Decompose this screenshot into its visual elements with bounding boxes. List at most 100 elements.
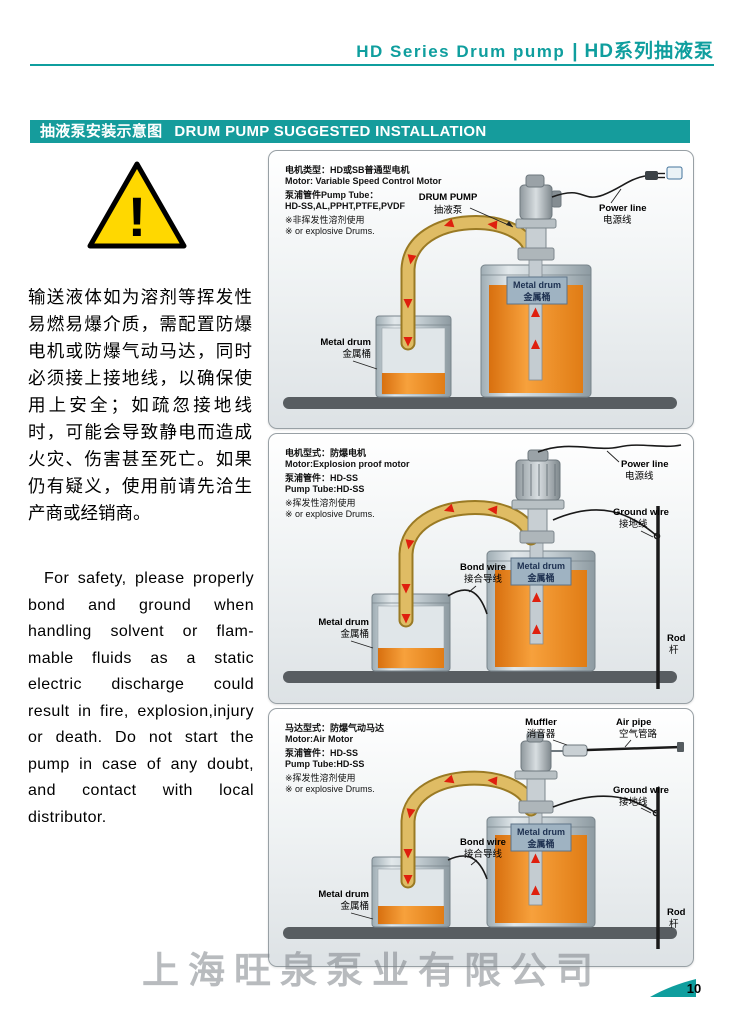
motor-variable-speed — [519, 174, 562, 220]
svg-text:Bond wire: Bond wire — [460, 837, 506, 848]
drum-label-plate: Metal drum 金属桶 — [506, 276, 568, 305]
floor-bar — [283, 671, 677, 683]
banner-title-zh: 抽液泵安装示意图 — [40, 123, 163, 140]
svg-text:Motor:Air Motor: Motor:Air Motor — [285, 734, 353, 744]
discharge-hose — [400, 770, 539, 889]
svg-text:Metal drum: Metal drum — [517, 561, 565, 571]
installation-diagram-1: 电机类型：HD或SB普通型电机 Motor: Variable Speed Co… — [268, 150, 694, 429]
svg-text:接合导线: 接合导线 — [464, 573, 503, 585]
banner-title-en: DRUM PUMP SUGGESTED INSTALLATION — [174, 123, 487, 140]
svg-text:Metal drum: Metal drum — [318, 889, 369, 900]
discharge-hose — [400, 215, 539, 351]
svg-text:金属桶: 金属桶 — [342, 348, 371, 360]
svg-text:Pump Tube:HD-SS: Pump Tube:HD-SS — [285, 759, 364, 769]
svg-text:※挥发性溶剂使用: ※挥发性溶剂使用 — [285, 772, 356, 783]
svg-text:Rod: Rod — [667, 633, 686, 644]
svg-text:※挥发性溶剂使用: ※挥发性溶剂使用 — [285, 497, 356, 508]
svg-text:金属桶: 金属桶 — [522, 291, 550, 302]
pump-assembly — [514, 731, 684, 814]
muffler — [562, 744, 588, 757]
discharge-hose — [398, 500, 539, 628]
svg-text:※ or explosive Drums.: ※ or explosive Drums. — [285, 509, 375, 519]
svg-text:电机类型：HD或SB普通型电机: 电机类型：HD或SB普通型电机 — [285, 164, 410, 175]
svg-text:Power line: Power line — [599, 203, 647, 214]
pump-assembly — [511, 449, 565, 544]
svg-text:接合导线: 接合导线 — [464, 848, 503, 860]
outlet-icon — [666, 166, 683, 180]
svg-text:Power line: Power line — [621, 459, 669, 470]
svg-text:抽液泵: 抽液泵 — [434, 204, 463, 216]
power-cord — [537, 444, 682, 453]
svg-text:Ground wire: Ground wire — [613, 507, 669, 518]
svg-text:接地线: 接地线 — [619, 796, 648, 808]
installation-diagram-2: 电机型式：防爆电机 Motor:Explosion proof motor 泵浦… — [268, 433, 694, 704]
svg-text:Rod: Rod — [667, 907, 686, 918]
header-title-en: HD Series Drum pump — [356, 42, 566, 61]
diagram3-spec-text: 马达型式：防爆气动马达 Motor:Air Motor 泵浦管件：HD-SS P… — [285, 722, 384, 794]
diagram2-labels: Power line 电源线 Ground wire 接地线 Bond wire… — [318, 450, 686, 656]
svg-text:泵浦管件：HD-SS: 泵浦管件：HD-SS — [285, 747, 358, 758]
svg-text:Air pipe: Air pipe — [616, 717, 651, 728]
page-number: 10 — [687, 981, 701, 996]
bond-wire — [447, 589, 488, 615]
page-header: HD Series Drum pump | HD系列抽液泵 — [356, 36, 714, 63]
drum-label-plate: Metal drum 金属桶 — [510, 823, 572, 852]
svg-text:电机型式：防爆电机: 电机型式：防爆电机 — [285, 447, 366, 458]
svg-text:Metal drum: Metal drum — [318, 617, 369, 628]
section-banner: 抽液泵安装示意图 DRUM PUMP SUGGESTED INSTALLATIO… — [30, 120, 690, 143]
header-rule — [30, 64, 714, 66]
header-divider: | — [572, 41, 578, 62]
svg-text:杆: 杆 — [669, 644, 679, 656]
svg-text:金属桶: 金属桶 — [340, 900, 369, 912]
diagram1-spec-text: 电机类型：HD或SB普通型电机 Motor: Variable Speed Co… — [285, 164, 442, 236]
svg-text:消音器: 消音器 — [527, 728, 556, 740]
svg-text:空气管路: 空气管路 — [619, 728, 658, 740]
warning-exclamation: ! — [128, 185, 147, 248]
svg-text:Motor: Variable Speed Control: Motor: Variable Speed Control Motor — [285, 176, 442, 186]
svg-text:Bond wire: Bond wire — [460, 562, 506, 573]
svg-text:杆: 杆 — [669, 918, 679, 930]
drum-label-plate: Metal drum 金属桶 — [510, 557, 572, 586]
air-pipe — [586, 742, 684, 752]
svg-text:金属桶: 金属桶 — [526, 572, 554, 583]
pump-assembly — [515, 174, 562, 261]
svg-text:Motor:Explosion proof motor: Motor:Explosion proof motor — [285, 459, 410, 469]
svg-text:Metal drum: Metal drum — [517, 827, 565, 837]
svg-text:接地线: 接地线 — [619, 518, 648, 530]
power-cord — [551, 166, 683, 198]
ground-wire — [552, 795, 660, 817]
motor-air — [520, 731, 552, 772]
svg-text:Muffler: Muffler — [525, 717, 557, 728]
page-number-block: 10 — [650, 977, 708, 997]
ground-wire — [552, 509, 661, 540]
metal-drum-small — [375, 315, 452, 398]
svg-text:电源线: 电源线 — [625, 470, 654, 482]
diagram1-labels: DRUM PUMP 抽液泵 Power line 电源线 Metal drum … — [320, 188, 647, 370]
svg-text:电源线: 电源线 — [603, 214, 632, 226]
svg-text:金属桶: 金属桶 — [526, 838, 554, 849]
page-number-swoosh-icon — [650, 979, 696, 997]
svg-text:Metal drum: Metal drum — [513, 280, 561, 290]
svg-text:金属桶: 金属桶 — [340, 628, 369, 640]
svg-text:泵浦管件Pump Tube：: 泵浦管件Pump Tube： — [285, 189, 378, 200]
svg-text:HD-SS,AL,PPHT,PTFE,PVDF: HD-SS,AL,PPHT,PTFE,PVDF — [285, 201, 406, 211]
header-title-zh: HD系列抽液泵 — [584, 41, 714, 62]
intro-paragraph-zh: 输送液体如为溶剂等挥发性易燃易爆介质，需配置防爆电机或防爆气动马达，同时必须接上… — [28, 287, 252, 523]
floor-bar — [283, 397, 677, 409]
diagram3-labels: Muffler 消音器 Air pipe 空气管路 Ground wire 接地… — [318, 717, 685, 930]
svg-text:泵浦管件：HD-SS: 泵浦管件：HD-SS — [285, 472, 358, 483]
warning-triangle-icon — [87, 161, 187, 249]
diagram2-spec-text: 电机型式：防爆电机 Motor:Explosion proof motor 泵浦… — [285, 447, 410, 519]
motor-explosion-proof — [515, 449, 561, 501]
svg-text:DRUM PUMP: DRUM PUMP — [419, 192, 478, 203]
svg-text:马达型式：防爆气动马达: 马达型式：防爆气动马达 — [285, 722, 384, 733]
svg-text:Ground wire: Ground wire — [613, 785, 669, 796]
bond-wire — [447, 855, 488, 880]
plug-icon — [645, 171, 658, 180]
warning-sign: ! — [84, 158, 190, 254]
svg-text:Metal drum: Metal drum — [320, 337, 371, 348]
floor-bar — [283, 927, 677, 939]
svg-text:※ or explosive Drums.: ※ or explosive Drums. — [285, 226, 375, 236]
installation-diagram-3: 马达型式：防爆气动马达 Motor:Air Motor 泵浦管件：HD-SS P… — [268, 708, 694, 967]
